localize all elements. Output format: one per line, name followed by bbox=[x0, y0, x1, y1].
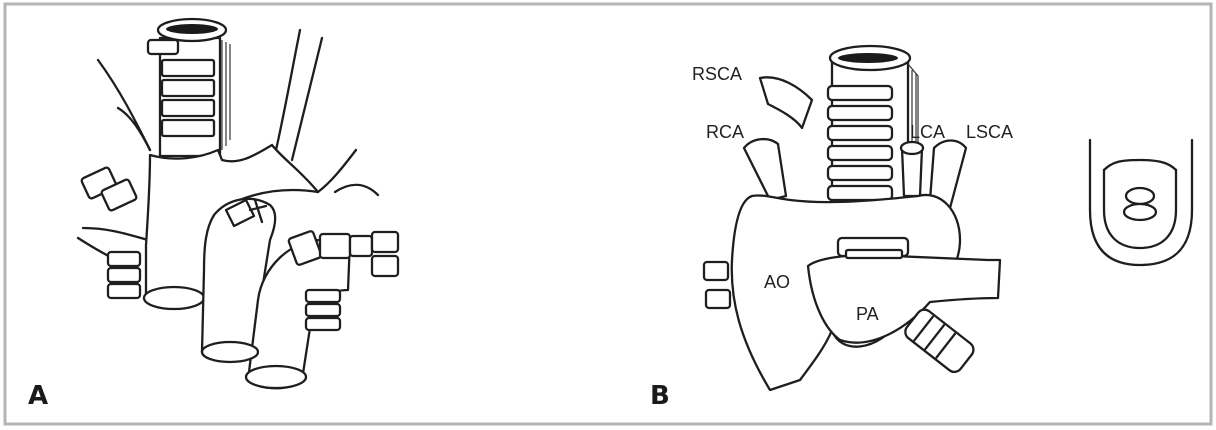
label-lca: LCA bbox=[910, 122, 945, 142]
panel-a-trachea bbox=[148, 19, 230, 156]
label-rca: RCA bbox=[706, 122, 744, 142]
label-rsca: RSCA bbox=[692, 64, 742, 84]
label-lsca: LSCA bbox=[966, 122, 1013, 142]
panel-b-letter: B bbox=[650, 381, 670, 411]
label-pa: PA bbox=[856, 304, 879, 324]
label-ao: AO bbox=[764, 272, 790, 292]
panel-a-letter: A bbox=[28, 381, 48, 411]
